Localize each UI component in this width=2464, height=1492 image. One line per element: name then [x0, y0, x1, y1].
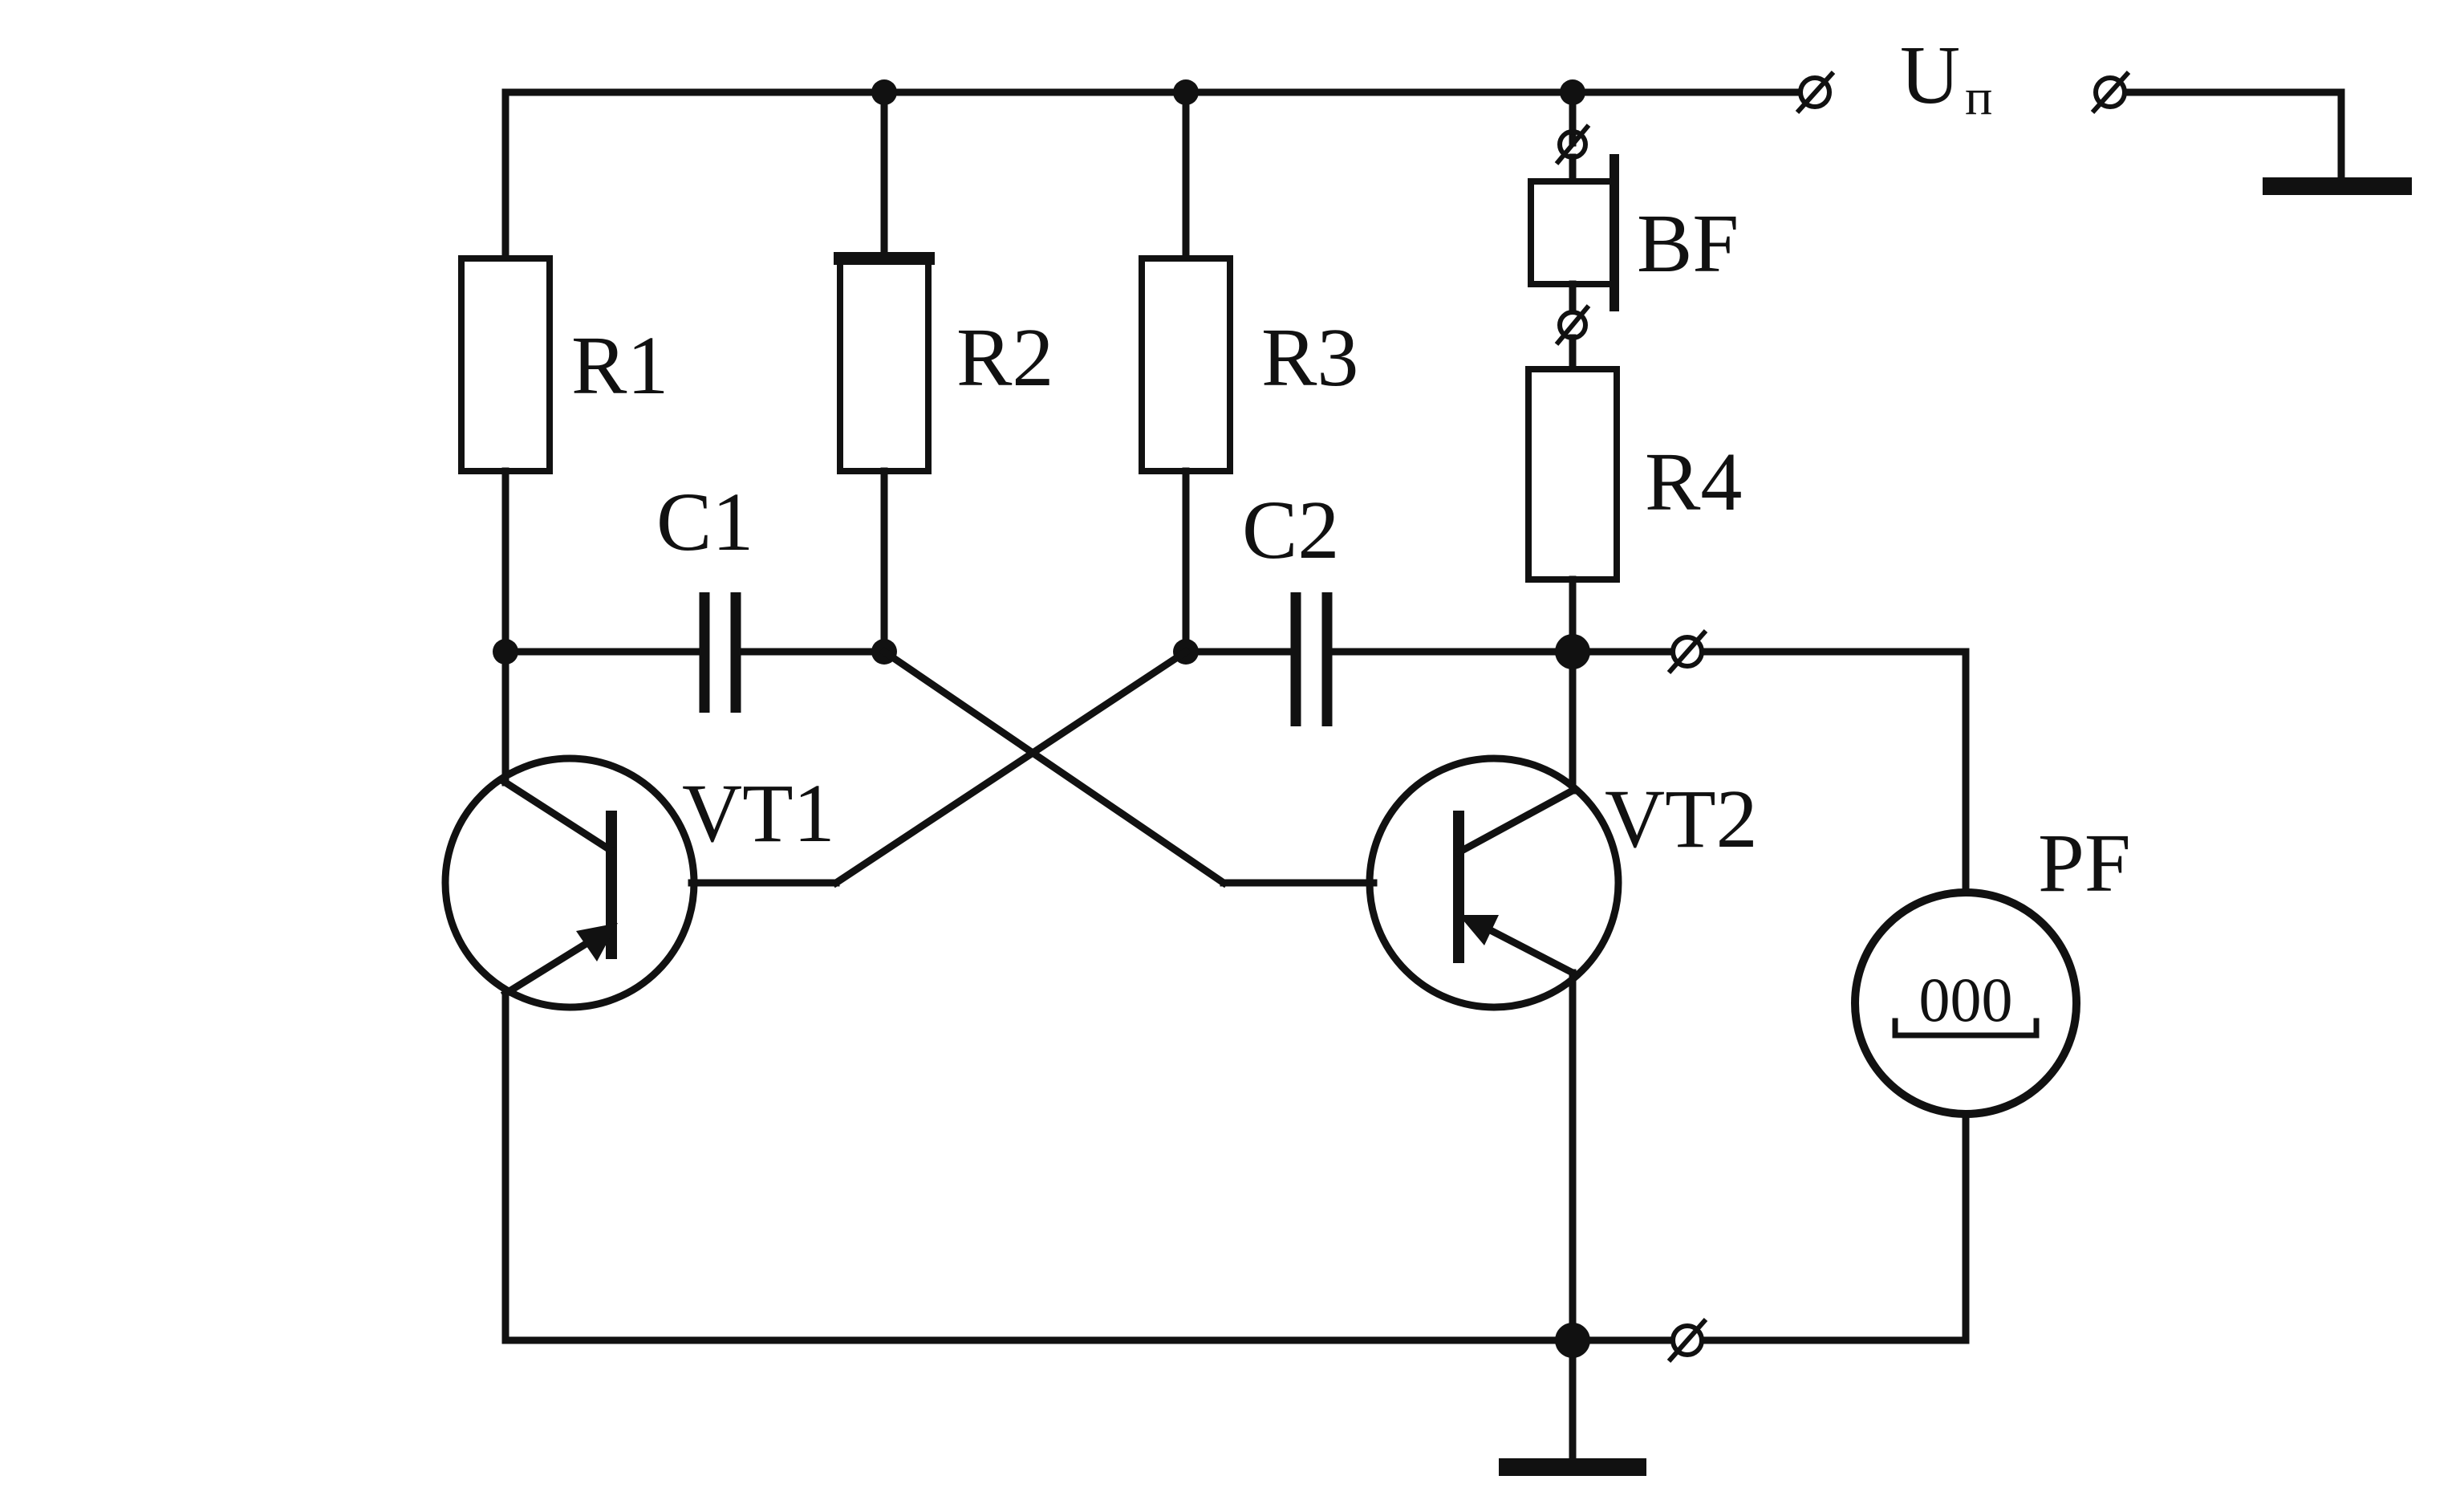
r1-label: R1: [571, 319, 668, 412]
r3-label: R3: [1261, 311, 1358, 404]
vt2-label: VT2: [1605, 773, 1758, 865]
vt1-label: VT1: [682, 767, 835, 860]
resistor-r1: R1: [458, 255, 668, 474]
output-terminal-top: [1666, 629, 1708, 674]
supply-voltage-label: Uп: [1900, 29, 1992, 125]
bf-label: BF: [1637, 197, 1739, 290]
supply-terminal-positive: [1795, 70, 1836, 115]
transistor-vt2: VT2: [1366, 754, 1758, 1449]
resistor-r3: R3: [1139, 255, 1358, 474]
resistor-r4: R4: [1525, 366, 1742, 583]
frequency-meter-pf: 000 PF: [1851, 817, 2131, 1344]
c1-label: C1: [656, 476, 753, 568]
output-terminal-bottom: [1666, 1318, 1708, 1363]
junction-dot: [1173, 79, 1199, 105]
meter-display: 000: [1919, 965, 2013, 1035]
c2-label: C2: [1242, 484, 1339, 576]
junction-dot: [871, 79, 897, 105]
junction-dot: [1555, 634, 1590, 669]
supply-terminal-ground: [2090, 70, 2345, 187]
pf-label: PF: [2038, 817, 2131, 909]
junction-dot: [493, 639, 518, 665]
r2-label: R2: [956, 311, 1053, 404]
junction-dot: [1560, 79, 1585, 105]
transistor-vt1: VT1: [441, 754, 835, 1344]
capacitor-c2: C2: [1242, 484, 1339, 726]
junction-dot: [1555, 1323, 1590, 1358]
r4-label: R4: [1645, 436, 1742, 528]
cross-coupling-wires: [688, 646, 1378, 888]
earphone-bf: BF: [1528, 124, 1739, 373]
capacitor-c1: C1: [656, 476, 753, 713]
resistor-r2: R2: [834, 252, 1053, 474]
ground-symbol-bottom: [1499, 1441, 1646, 1476]
